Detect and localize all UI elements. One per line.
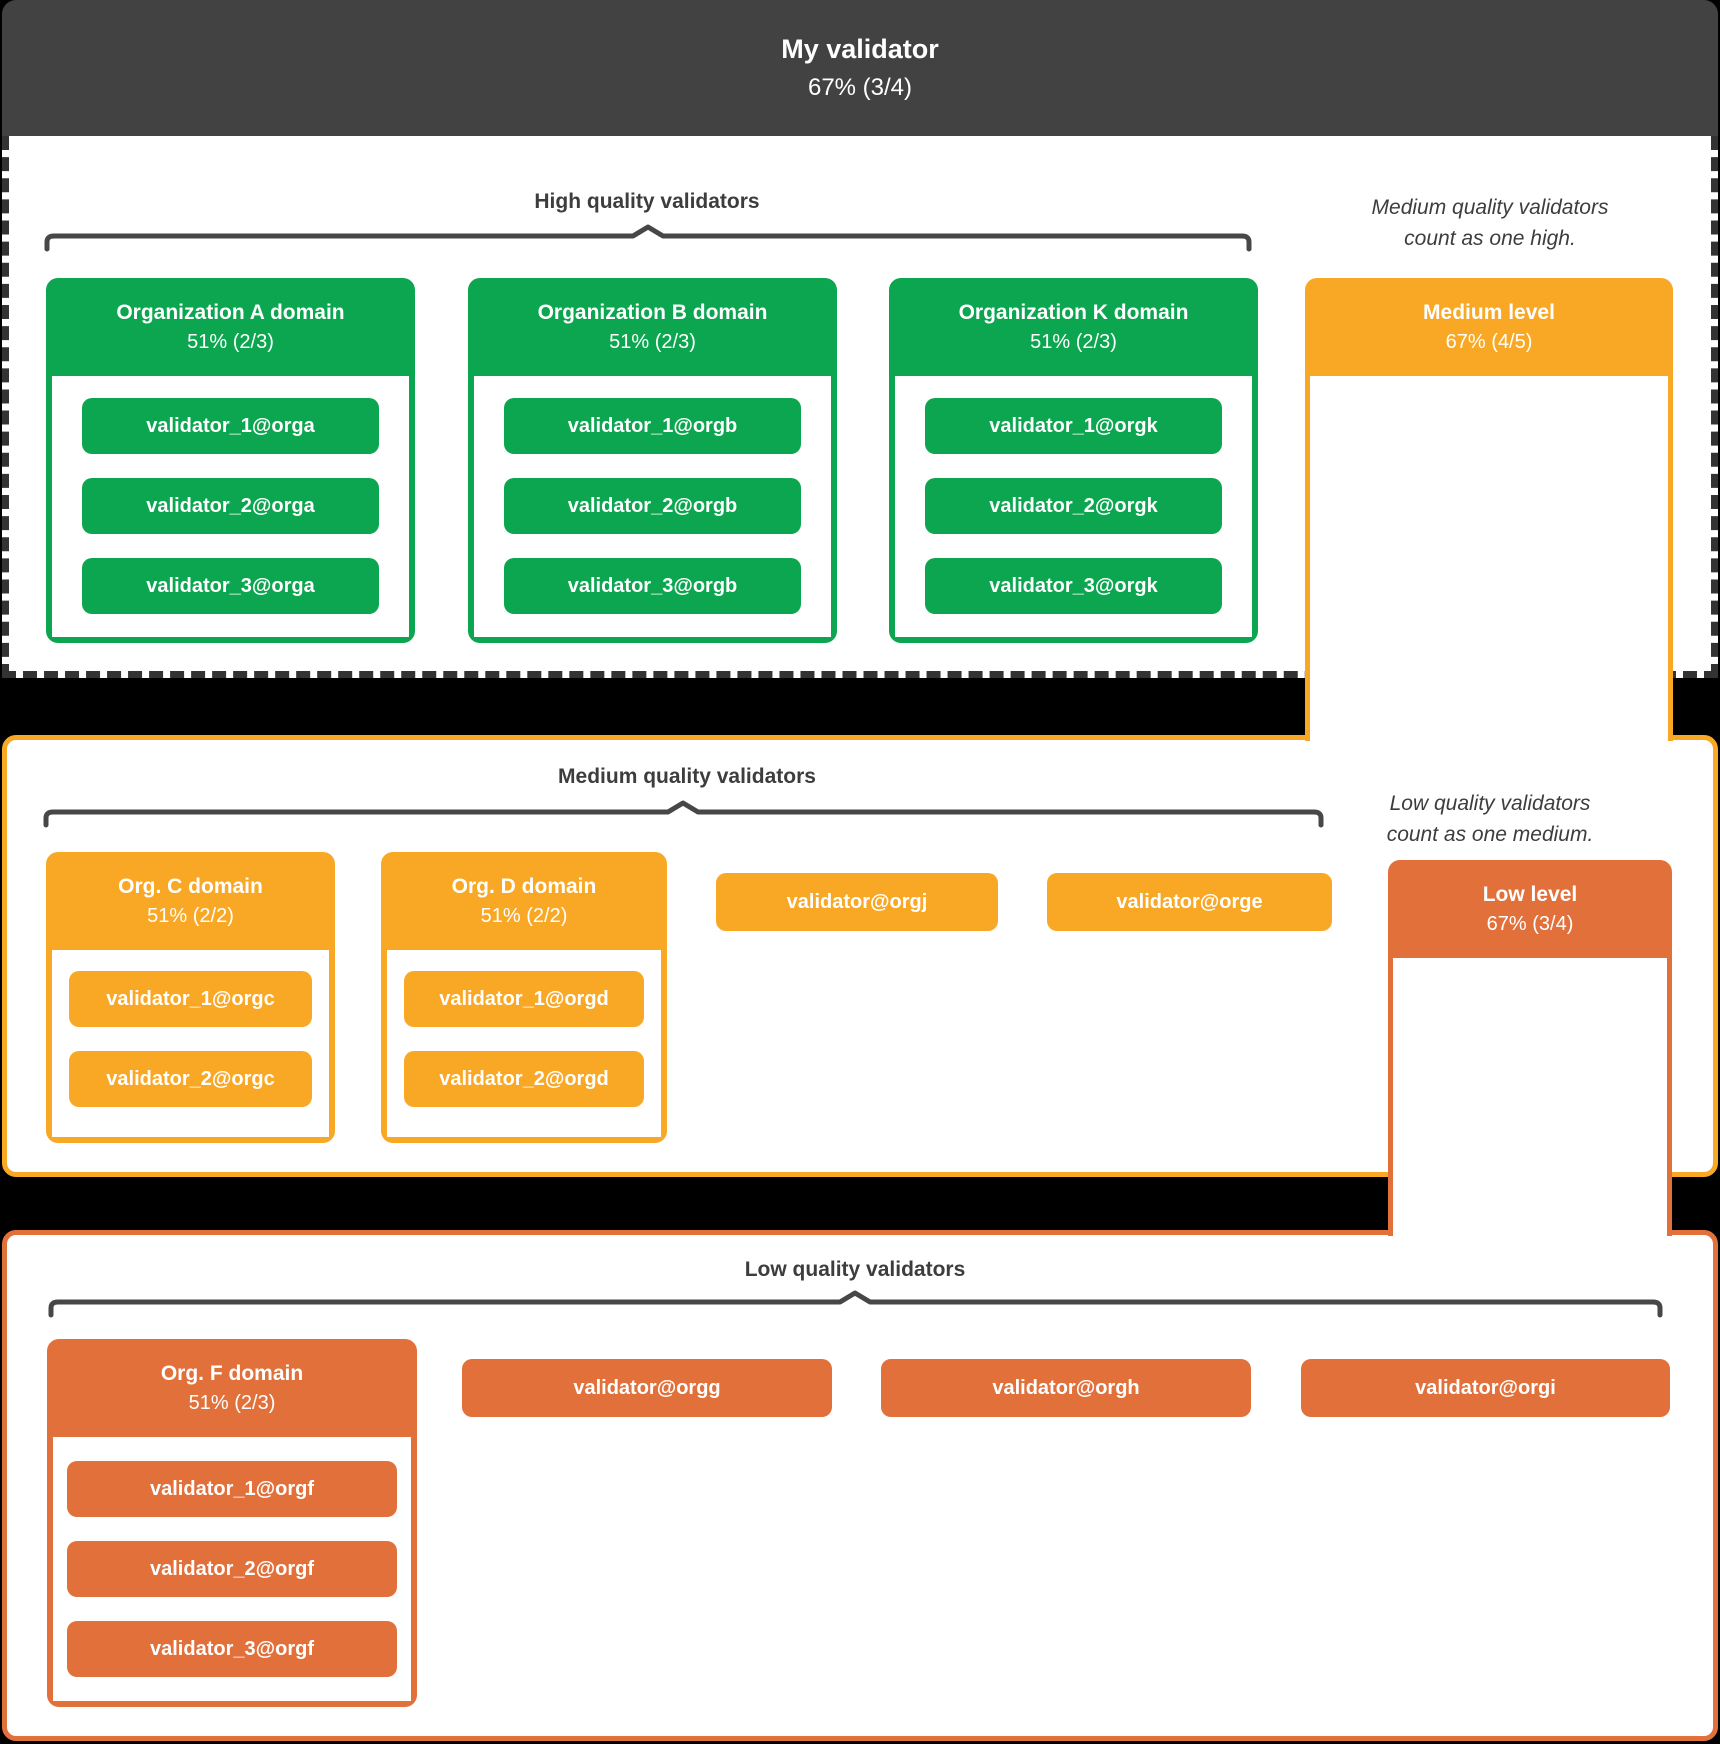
low-level-box: Low level 67% (3/4)	[1388, 860, 1672, 958]
medium-section-brace	[43, 800, 1324, 833]
org-d-header: Org. D domain 51% (2/2)	[381, 852, 667, 950]
org-a-threshold: 51% (2/3)	[187, 330, 274, 353]
org-c-threshold: 51% (2/2)	[147, 904, 234, 927]
validator-orgg-pill: validator@orgg	[462, 1359, 832, 1417]
validator-pill: validator_1@orgc	[69, 971, 312, 1027]
validator-pill: validator_2@orgf	[67, 1541, 397, 1597]
org-f-body: validator_1@orgf validator_2@orgf valida…	[53, 1437, 411, 1701]
org-k-body: validator_1@orgk validator_2@orgk valida…	[895, 376, 1252, 637]
org-c-name: Org. C domain	[118, 874, 263, 898]
org-d-domain-box: Org. D domain 51% (2/2) validator_1@orgd…	[381, 852, 667, 1143]
org-d-body: validator_1@orgd validator_2@orgd	[387, 950, 661, 1137]
high-section-brace	[44, 224, 1252, 257]
validator-pill: validator_2@orgd	[404, 1051, 644, 1107]
org-k-name: Organization K domain	[958, 300, 1189, 324]
validator-orgj-pill: validator@orgj	[716, 873, 998, 931]
org-d-name: Org. D domain	[451, 874, 597, 898]
low-level-title: Low level	[1482, 882, 1578, 906]
org-c-body: validator_1@orgc validator_2@orgc	[52, 950, 329, 1137]
medium-level-note: Medium quality validators count as one h…	[1300, 192, 1680, 254]
org-a-domain-box: Organization A domain 51% (2/3) validato…	[46, 278, 415, 643]
medium-level-threshold: 67% (4/5)	[1445, 330, 1533, 353]
validator-pill: validator_1@orgf	[67, 1461, 397, 1517]
validator-pill: validator_3@orga	[82, 558, 379, 614]
validator-pill: validator_2@orgc	[69, 1051, 312, 1107]
low-level-note: Low quality validators count as one medi…	[1300, 788, 1680, 850]
validator-pill: validator_1@orga	[82, 398, 379, 454]
validator-orgh-pill: validator@orgh	[881, 1359, 1251, 1417]
validator-pill: validator_2@orgb	[504, 478, 801, 534]
validator-orgi-pill: validator@orgi	[1301, 1359, 1670, 1417]
org-a-name: Organization A domain	[116, 300, 345, 324]
org-c-header: Org. C domain 51% (2/2)	[46, 852, 335, 950]
validator-pill: validator_2@orgk	[925, 478, 1222, 534]
validator-pill: validator_3@orgb	[504, 558, 801, 614]
validator-orge-pill: validator@orge	[1047, 873, 1332, 931]
my-validator-title: My validator	[781, 34, 939, 64]
org-d-threshold: 51% (2/2)	[480, 904, 568, 927]
medium-level-note-line2: count as one high.	[1404, 227, 1576, 250]
org-f-threshold: 51% (2/3)	[188, 1391, 276, 1414]
org-k-header: Organization K domain 51% (2/3)	[889, 278, 1258, 376]
org-f-domain-box: Org. F domain 51% (2/3) validator_1@orgf…	[47, 1339, 417, 1707]
medium-section-title: Medium quality validators	[558, 765, 816, 788]
org-b-header: Organization B domain 51% (2/3)	[468, 278, 837, 376]
validator-pill: validator_3@orgk	[925, 558, 1222, 614]
low-level-note-line1: Low quality validators	[1389, 792, 1591, 815]
org-b-name: Organization B domain	[537, 300, 768, 324]
medium-level-title: Medium level	[1423, 300, 1555, 324]
my-validator-threshold: 67% (3/4)	[807, 74, 913, 101]
org-k-threshold: 51% (2/3)	[1030, 330, 1117, 353]
low-section-title: Low quality validators	[744, 1258, 966, 1281]
validator-pill: validator_3@orgf	[67, 1621, 397, 1677]
validator-pill: validator_1@orgd	[404, 971, 644, 1027]
org-a-header: Organization A domain 51% (2/3)	[46, 278, 415, 376]
validator-pill: validator_2@orga	[82, 478, 379, 534]
validator-pill: validator_1@orgk	[925, 398, 1222, 454]
low-level-threshold: 67% (3/4)	[1486, 912, 1574, 935]
org-k-domain-box: Organization K domain 51% (2/3) validato…	[889, 278, 1258, 643]
low-level-connector	[1388, 958, 1672, 1236]
low-section-brace	[48, 1290, 1663, 1323]
org-f-name: Org. F domain	[160, 1361, 304, 1385]
org-c-domain-box: Org. C domain 51% (2/2) validator_1@orgc…	[46, 852, 335, 1143]
org-b-body: validator_1@orgb validator_2@orgb valida…	[474, 376, 831, 637]
org-b-threshold: 51% (2/3)	[609, 330, 696, 353]
medium-level-note-line1: Medium quality validators	[1371, 196, 1609, 219]
org-f-header: Org. F domain 51% (2/3)	[47, 1339, 417, 1437]
my-validator-header: My validator 67% (3/4)	[2, 0, 1718, 136]
org-b-domain-box: Organization B domain 51% (2/3) validato…	[468, 278, 837, 643]
org-a-body: validator_1@orga validator_2@orga valida…	[52, 376, 409, 637]
low-level-note-line2: count as one medium.	[1386, 823, 1594, 846]
validator-pill: validator_1@orgb	[504, 398, 801, 454]
medium-level-connector	[1305, 375, 1673, 741]
medium-level-box: Medium level 67% (4/5)	[1305, 278, 1673, 376]
high-section-title: High quality validators	[534, 190, 760, 213]
